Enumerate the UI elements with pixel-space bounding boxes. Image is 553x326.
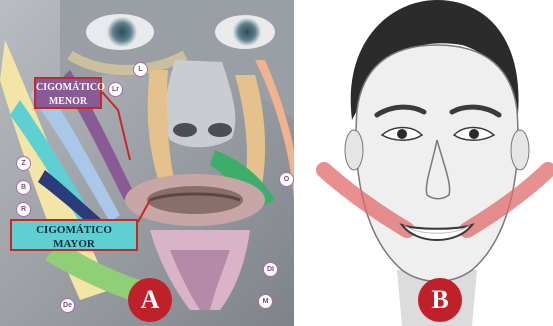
muscle-tag-m: M: [258, 294, 273, 309]
zygomaticus-major-label: CIGOMÁTICO MAYOR: [10, 219, 138, 251]
muscle-tag-b: B: [16, 180, 31, 195]
panel-b-face-sketch: B: [312, 0, 553, 326]
muscle-tag-o: O: [279, 172, 294, 187]
muscle-tag-l: L: [133, 62, 148, 77]
smiling-face-drawing: [312, 0, 553, 326]
zygomaticus-major-label-line1: CIGOMÁTICO: [12, 223, 136, 237]
muscle-tag-di: DI: [263, 262, 278, 277]
muscle-tag-r: R: [16, 202, 31, 217]
panel-b-badge: B: [418, 278, 462, 322]
zygomaticus-major-label-line2: MAYOR: [12, 237, 136, 251]
zygomaticus-minor-label-line1: CIGOMÁTICO: [36, 81, 100, 95]
panel-a-badge: A: [128, 278, 172, 322]
panel-a-anatomy-illustration: CIGOMÁTICO MENOR CIGOMÁTICO MAYOR L Lr Z…: [0, 0, 294, 326]
zygomaticus-minor-label: CIGOMÁTICO MENOR: [34, 77, 102, 109]
muscle-tag-z: Z: [16, 156, 31, 171]
muscle-tag-lr: Lr: [108, 82, 123, 97]
zygomaticus-minor-label-line2: MENOR: [36, 95, 100, 109]
muscle-tag-de: De: [60, 298, 75, 313]
